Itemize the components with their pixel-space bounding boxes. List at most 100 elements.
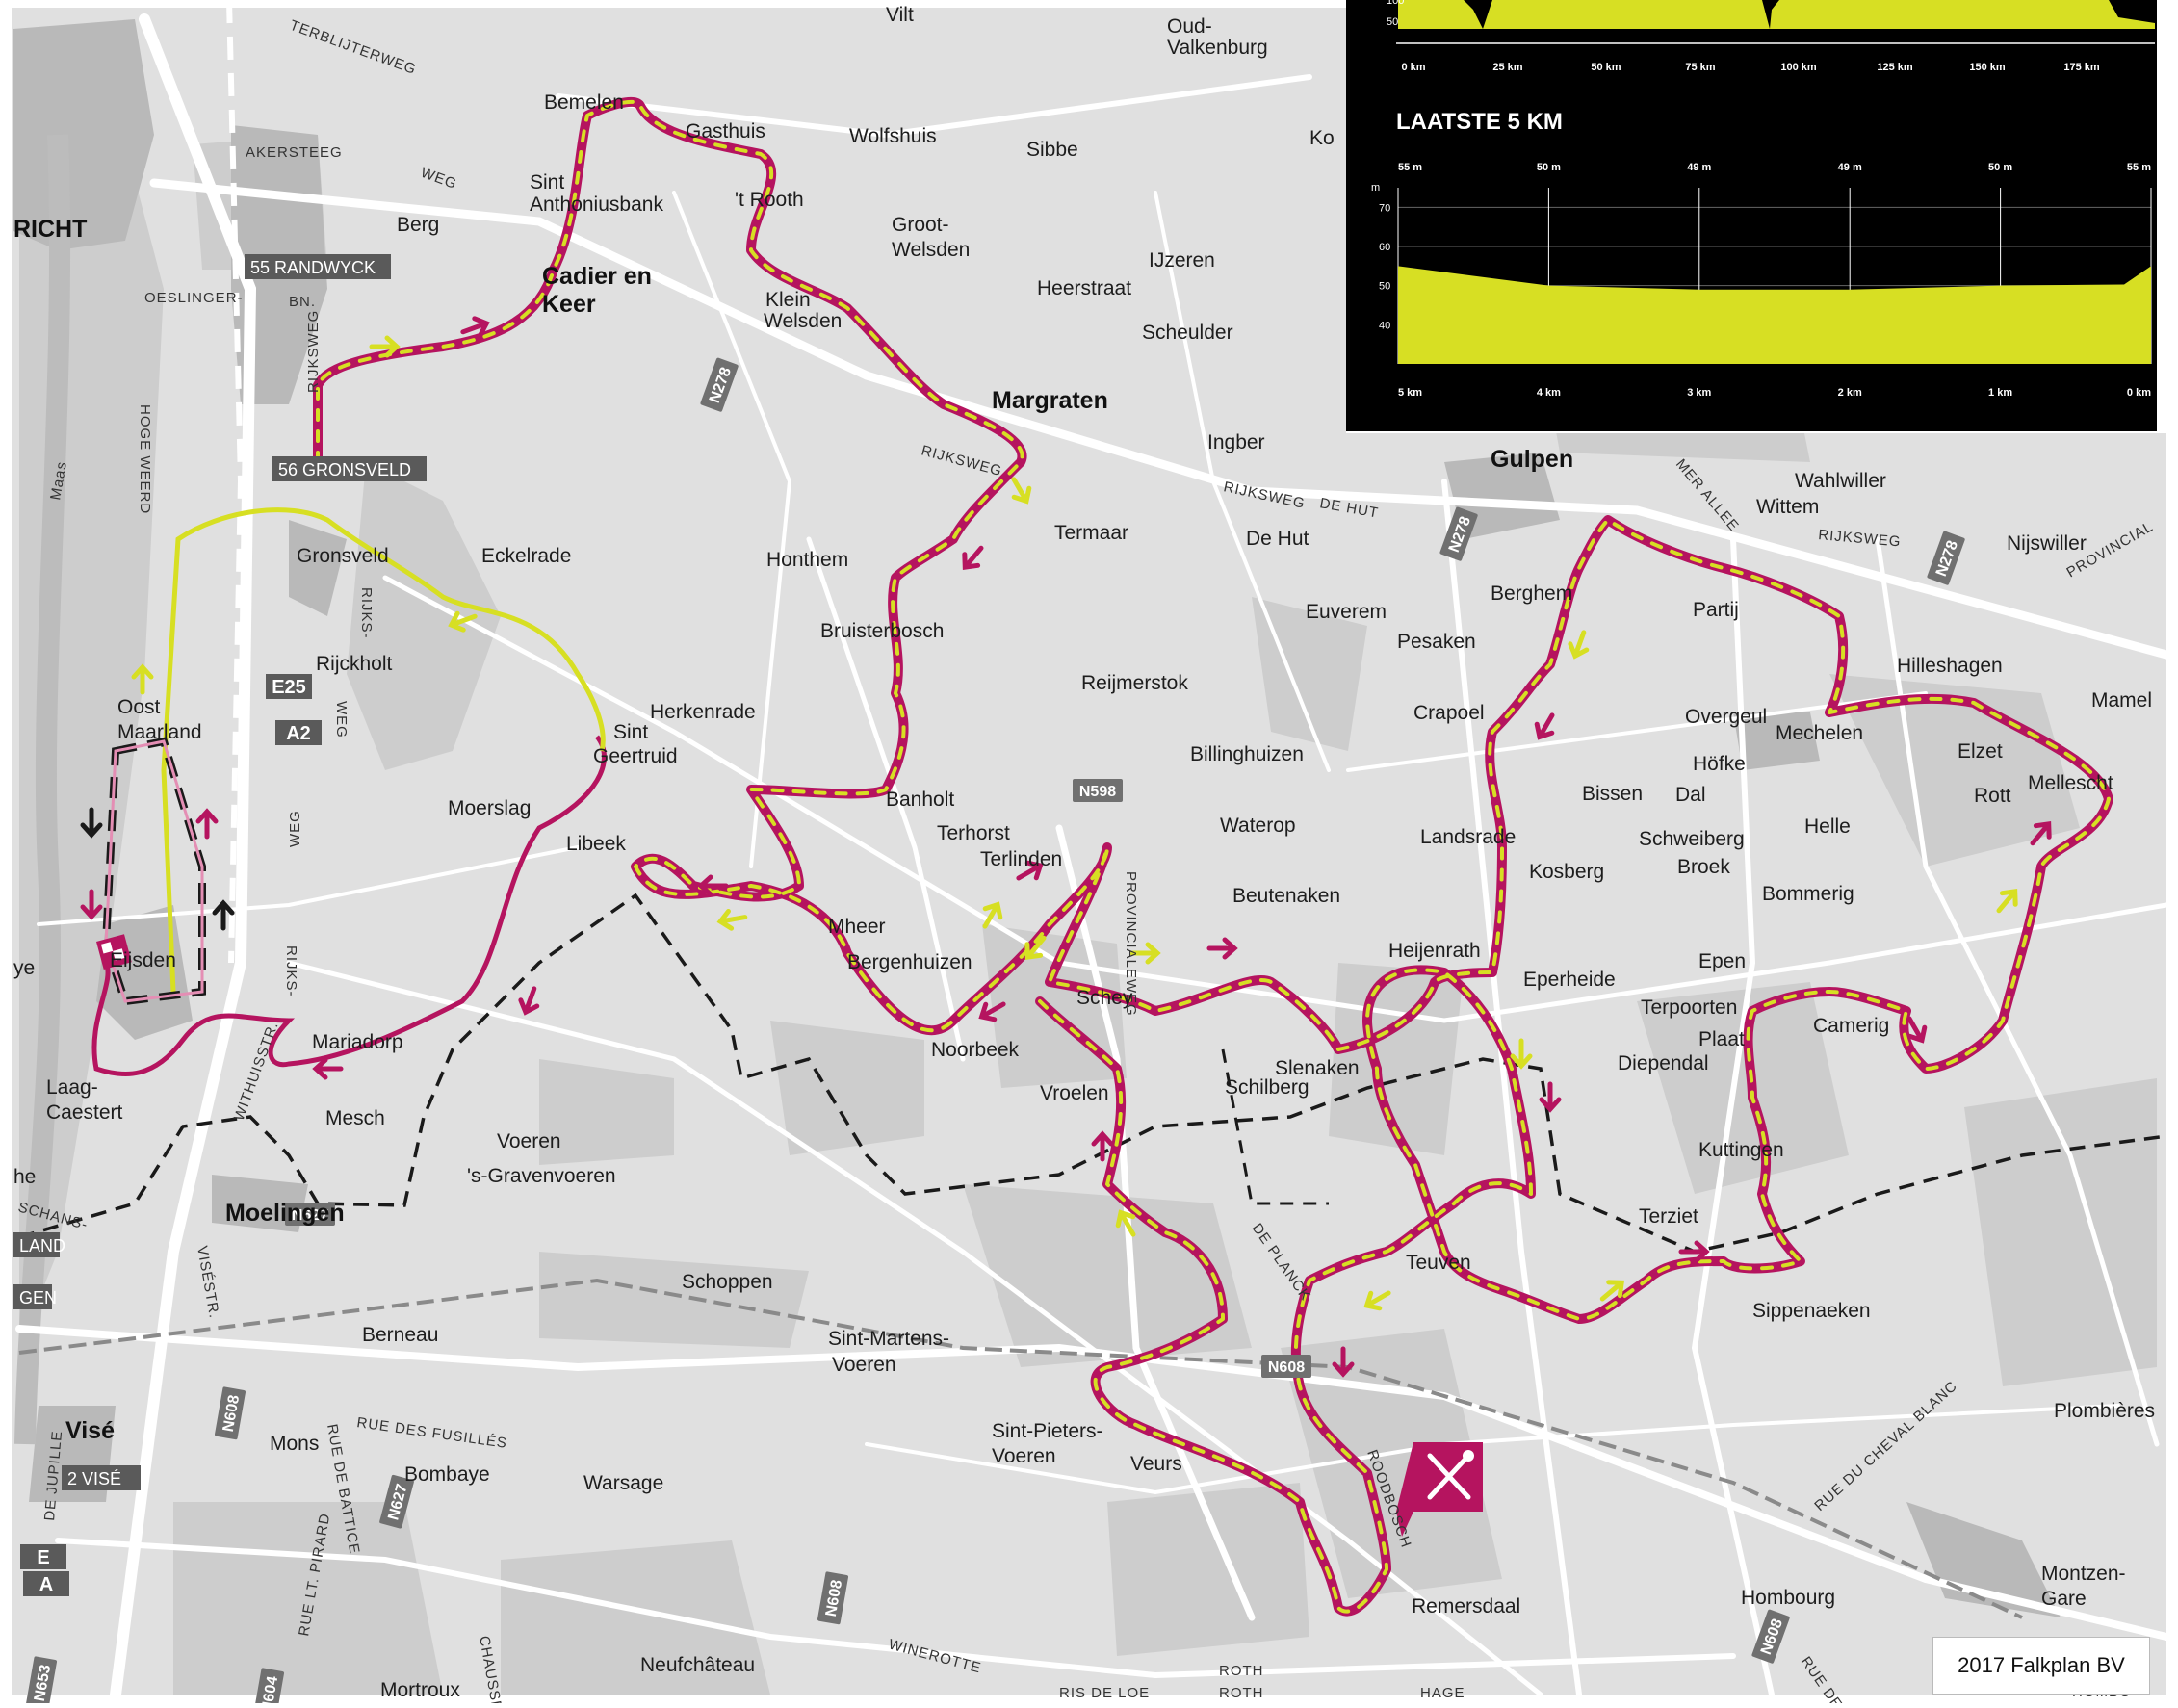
place-label-47: Mellescht bbox=[2028, 772, 2113, 794]
road-label-16: RIJKS- bbox=[283, 945, 299, 997]
place-label-106: Mortroux bbox=[380, 1679, 460, 1701]
last-5km-xlabel-0: 5 km bbox=[1398, 387, 1422, 399]
place-label-0: Vilt bbox=[886, 4, 914, 26]
place-label-29: Euverem bbox=[1306, 601, 1387, 623]
last-5km-ytick-1: 60 bbox=[1379, 242, 1390, 253]
svg-text:N604: N604 bbox=[259, 1675, 281, 1703]
svg-text:N608: N608 bbox=[1268, 1359, 1305, 1376]
full-profile-km-6: 150 km bbox=[1969, 62, 2006, 73]
place-label-98: Mons bbox=[270, 1433, 319, 1455]
place-label-6: Sibbe bbox=[1026, 139, 1078, 161]
place-label-102: Hombourg bbox=[1741, 1587, 1835, 1609]
place-label-28: Partij bbox=[1693, 599, 1739, 621]
place-label-49: Dal bbox=[1675, 784, 1706, 806]
feed-zone-icon[interactable] bbox=[1396, 1442, 1483, 1537]
place-label-95: Sint-Pieters- bbox=[992, 1420, 1103, 1442]
last-5km-xlabel-3: 2 km bbox=[1838, 387, 1862, 399]
place-label-86: he bbox=[13, 1166, 36, 1188]
town-label-6: Gulpen bbox=[1491, 446, 1573, 473]
road-number-0: N278 bbox=[700, 357, 739, 412]
full-profile-km-4: 100 km bbox=[1780, 62, 1817, 73]
place-label-23: Nijswiller bbox=[2007, 532, 2087, 555]
place-label-65: Heijenrath bbox=[1388, 940, 1481, 962]
last-5km-ytick-2: 50 bbox=[1379, 281, 1390, 293]
place-label-79: Vroelen bbox=[1040, 1082, 1109, 1104]
full-profile-km-0: 0 km bbox=[1401, 62, 1425, 73]
place-label-101: Remersdaal bbox=[1412, 1595, 1520, 1617]
svg-text:GEN: GEN bbox=[19, 1288, 57, 1307]
svg-text:LAND: LAND bbox=[19, 1236, 65, 1255]
exit-sign-0: 55 RANDWYCK bbox=[245, 254, 391, 279]
place-label-48: Bissen bbox=[1582, 783, 1643, 805]
road-label-12: Maas bbox=[47, 460, 70, 502]
road-label-1: AKERSTEEG bbox=[246, 144, 343, 161]
road-label-25: ROTH bbox=[1219, 1663, 1264, 1679]
svg-text:56 GRONSVELD: 56 GRONSVELD bbox=[278, 460, 411, 479]
place-label-38: Maarland bbox=[117, 721, 202, 743]
last-5km-top-label-4: 50 m bbox=[1988, 162, 2012, 173]
place-label-43: Geertruid bbox=[593, 745, 678, 767]
svg-text:E25: E25 bbox=[272, 677, 306, 698]
full-profile-km-1: 25 km bbox=[1492, 62, 1522, 73]
town-label-0: RICHT bbox=[13, 216, 87, 243]
approach-route[interactable] bbox=[91, 735, 607, 1076]
place-label-91: Berneau bbox=[362, 1324, 438, 1346]
place-label-76: Slenaken bbox=[1275, 1057, 1360, 1079]
place-label-36: Overgeul bbox=[1685, 706, 1767, 728]
place-label-74: Mariadorp bbox=[312, 1031, 403, 1053]
road-number-7: N608 bbox=[1261, 1355, 1311, 1378]
road-label-15: WEG bbox=[287, 810, 303, 847]
road-number-4: N627 bbox=[285, 1203, 335, 1226]
last-5km-ytick-0: 70 bbox=[1379, 202, 1390, 214]
place-label-40: Mamel bbox=[2091, 689, 2152, 712]
copyright-notice: 2017 Falkplan BV bbox=[1932, 1637, 2150, 1695]
place-label-20: Wittem bbox=[1756, 496, 1819, 518]
place-label-1: Oud- bbox=[1167, 15, 1212, 38]
last-5km-xlabel-5: 0 km bbox=[2127, 387, 2151, 399]
border-segment bbox=[1221, 1048, 1329, 1205]
place-label-107: Ko bbox=[1309, 127, 1335, 149]
svg-text:N627: N627 bbox=[292, 1207, 328, 1224]
last-5km-top-label-1: 50 m bbox=[1537, 162, 1561, 173]
svg-text:A: A bbox=[39, 1574, 53, 1595]
place-label-72: Eijsden bbox=[110, 949, 176, 971]
start-route[interactable] bbox=[161, 507, 606, 993]
place-label-77: Diependal bbox=[1618, 1052, 1709, 1074]
main-route[interactable] bbox=[313, 96, 2113, 1617]
road-label-30: HAGE bbox=[1420, 1685, 1465, 1701]
svg-text:E: E bbox=[37, 1547, 49, 1568]
place-label-50: Rott bbox=[1974, 785, 2011, 807]
place-label-18: Ingber bbox=[1207, 431, 1265, 453]
highway-sign-1: A2 bbox=[275, 720, 322, 745]
place-label-30: Bruisterbosch bbox=[820, 620, 944, 642]
place-label-75: Plaat bbox=[1698, 1028, 1745, 1050]
road-label-5: RIJKSWEG bbox=[305, 310, 322, 393]
last-5km-top-label-5: 55 m bbox=[2127, 162, 2151, 173]
svg-text:N598: N598 bbox=[1079, 784, 1116, 800]
exit-sign-3: GEN bbox=[13, 1284, 57, 1309]
last-5km-top-label-3: 49 m bbox=[1838, 162, 1862, 173]
place-label-73: Noorbeek bbox=[931, 1039, 1020, 1061]
place-label-92: Sint-Martens- bbox=[828, 1328, 949, 1350]
finish-flag-icon bbox=[96, 934, 132, 970]
main-route-dashes bbox=[316, 99, 2111, 1614]
place-label-87: Terziet bbox=[1639, 1205, 1698, 1228]
road-label-3: OESLINGER- bbox=[144, 290, 244, 306]
svg-text:N653: N653 bbox=[32, 1664, 54, 1703]
place-label-45: Höfke bbox=[1693, 753, 1746, 775]
railway bbox=[18, 1278, 2023, 1619]
highway-sign-0: E25 bbox=[266, 674, 312, 699]
town-label-4: Moelingen bbox=[225, 1200, 345, 1227]
place-label-34: Reijmerstok bbox=[1081, 672, 1188, 694]
place-label-14: Heerstraat bbox=[1037, 277, 1131, 299]
place-label-80: Laag- bbox=[46, 1076, 98, 1099]
place-label-81: Caestert bbox=[46, 1101, 123, 1124]
place-label-61: Kosberg bbox=[1529, 861, 1604, 883]
place-label-89: Schoppen bbox=[682, 1271, 773, 1293]
place-label-55: Terhorst bbox=[937, 822, 1010, 844]
